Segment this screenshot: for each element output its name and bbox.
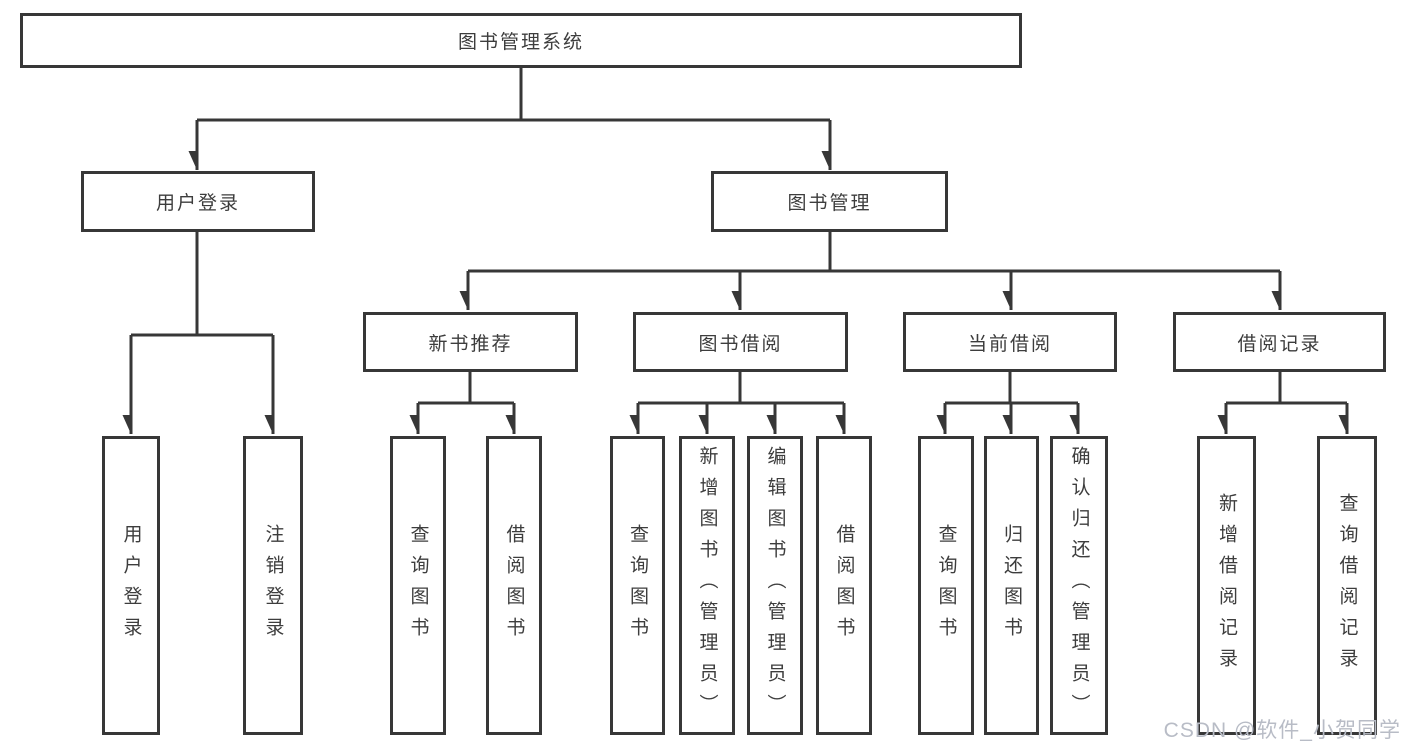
leaf-borrow-books: 借阅图书: [816, 436, 872, 735]
leaf-borrow-books-recommend: 借阅图书: [486, 436, 542, 735]
leaf-query-borrow-record: 查询借阅记录: [1317, 436, 1377, 735]
node-new-book-recommend-label: 新书推荐: [428, 333, 513, 355]
node-user-login-label: 用户登录: [155, 193, 240, 214]
node-book-management-label: 图书管理: [787, 193, 872, 214]
node-root: 图书管理系统: [20, 13, 1022, 68]
leaf-logout-label: 注销登录: [262, 523, 284, 648]
leaf-borrow-books-label: 借阅图书: [833, 523, 855, 648]
leaf-user-login-label: 用户登录: [120, 523, 142, 648]
node-new-book-recommend: 新书推荐: [363, 312, 578, 372]
node-book-borrow-label: 图书借阅: [698, 333, 783, 355]
node-user-login: 用户登录: [81, 171, 315, 232]
leaf-confirm-return-admin: 确认归还（管理员）: [1050, 436, 1108, 735]
node-root-label: 图书管理系统: [457, 32, 584, 53]
leaf-borrow-books-recommend-label: 借阅图书: [503, 523, 525, 648]
node-book-management: 图书管理: [711, 171, 948, 232]
csdn-watermark: CSDN @软件_小贺同学: [1163, 719, 1401, 742]
leaf-return-book: 归还图书: [984, 436, 1039, 735]
leaf-edit-book-admin: 编辑图书（管理员）: [747, 436, 803, 735]
leaf-query-books-borrow: 查询图书: [610, 436, 665, 735]
node-borrow-records: 借阅记录: [1173, 312, 1386, 372]
leaf-confirm-return-admin-label: 确认归还（管理员）: [1068, 446, 1090, 725]
leaf-query-books-current: 查询图书: [918, 436, 974, 735]
node-borrow-records-label: 借阅记录: [1237, 333, 1322, 355]
leaf-add-borrow-record-label: 新增借阅记录: [1216, 492, 1237, 679]
leaf-edit-book-admin-label: 编辑图书（管理员）: [764, 446, 786, 725]
node-book-borrow: 图书借阅: [633, 312, 848, 372]
leaf-return-book-label: 归还图书: [1001, 523, 1022, 648]
leaf-add-borrow-record: 新增借阅记录: [1197, 436, 1256, 735]
leaf-add-book-admin-label: 新增图书（管理员）: [696, 446, 718, 725]
leaf-add-book-admin: 新增图书（管理员）: [679, 436, 735, 735]
leaf-query-books-borrow-label: 查询图书: [627, 523, 648, 648]
node-current-borrow-label: 当前借阅: [967, 333, 1052, 355]
node-current-borrow: 当前借阅: [903, 312, 1117, 372]
leaf-query-borrow-record-label: 查询借阅记录: [1336, 492, 1358, 679]
leaf-user-login: 用户登录: [102, 436, 160, 735]
leaf-query-books-current-label: 查询图书: [935, 523, 957, 648]
leaf-logout: 注销登录: [243, 436, 303, 735]
leaf-query-books-recommend: 查询图书: [390, 436, 446, 735]
leaf-query-books-recommend-label: 查询图书: [407, 523, 429, 648]
